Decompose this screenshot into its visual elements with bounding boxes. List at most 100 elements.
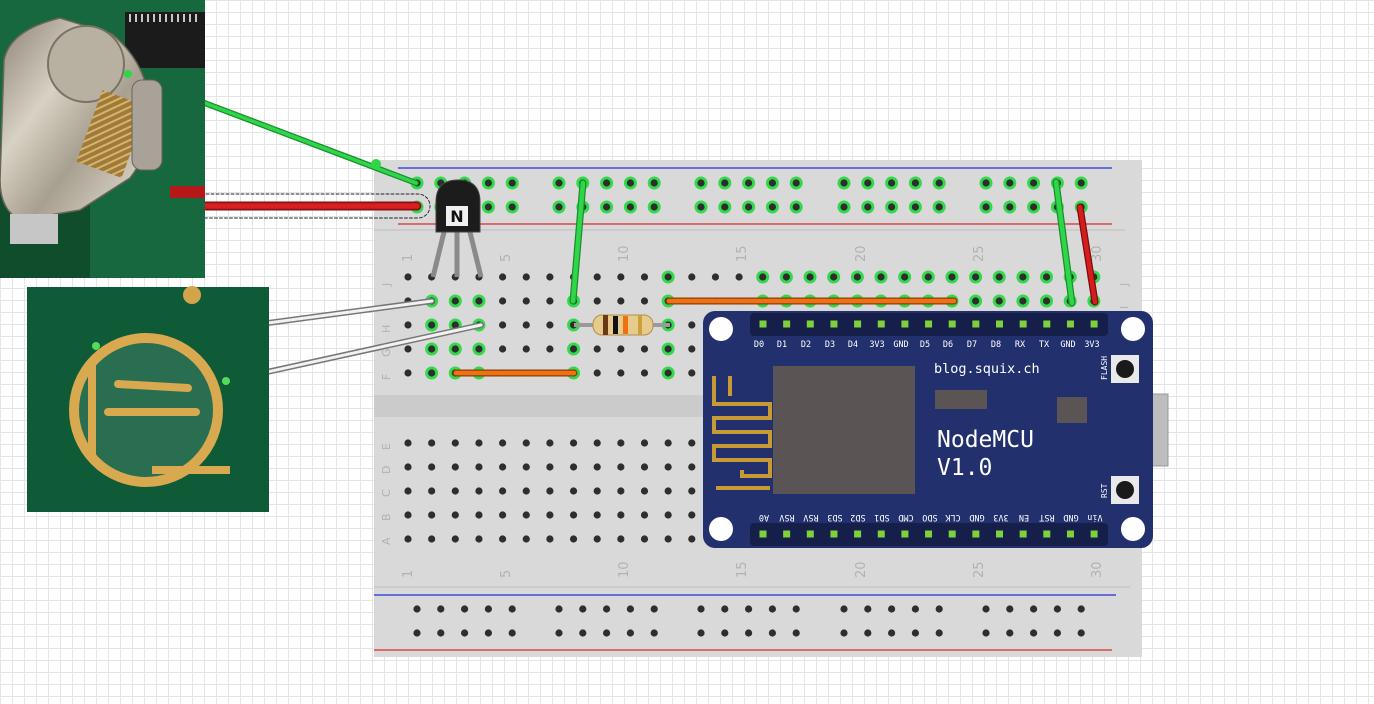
pin-label: D3 <box>825 340 835 350</box>
breadboard-hole <box>617 297 625 305</box>
breadboard-hole <box>546 463 554 471</box>
pin-label: GND <box>1060 340 1075 350</box>
breadboard-hole <box>911 629 920 637</box>
breadboard-hole <box>413 605 421 613</box>
board-version: V1.0 <box>937 455 992 481</box>
breadboard-hole <box>972 297 980 305</box>
breadboard-hole <box>522 535 530 543</box>
breadboard-hole <box>484 629 492 637</box>
transistor: N <box>430 179 484 278</box>
header-pin <box>972 320 980 328</box>
header-pin <box>972 530 980 538</box>
breadboard-hole <box>972 273 980 281</box>
resistor-band <box>623 316 628 334</box>
breadboard-hole <box>888 605 896 613</box>
column-number: 10 <box>617 561 632 578</box>
breadboard-hole <box>617 273 625 281</box>
header-pin <box>901 530 909 538</box>
reset-button-cap <box>1116 481 1134 499</box>
breadboard-hole <box>640 463 649 471</box>
photo-red-connector <box>170 186 205 198</box>
header-pin <box>1043 320 1051 328</box>
header-pin <box>877 320 885 328</box>
breadboard-hole <box>555 629 563 637</box>
red-wire-rail-to-3v3 <box>1076 203 1099 306</box>
breadboard-hole <box>617 487 625 495</box>
nodemcu-pins <box>759 320 1098 538</box>
breadboard-hole <box>745 203 753 211</box>
row-letters-right: J I <box>1118 283 1131 309</box>
mounting-hole <box>709 317 733 341</box>
breadboard-hole <box>617 535 625 543</box>
breadboard-hole <box>428 439 436 447</box>
breadboard-hole <box>840 629 848 637</box>
column-number: 30 <box>1090 561 1105 578</box>
breadboard-hole <box>475 297 483 305</box>
breadboard-hole <box>508 605 516 613</box>
column-number: 1 <box>401 570 416 578</box>
header-pin <box>783 530 791 538</box>
reset-button-label: RST <box>1100 483 1109 498</box>
breadboard-hole <box>546 345 554 353</box>
breadboard-hole <box>579 629 587 637</box>
breadboard-hole <box>650 629 658 637</box>
pin-label: D0 <box>754 340 764 350</box>
pin-label: D6 <box>943 340 953 350</box>
breadboard-hole <box>437 605 445 613</box>
breadboard-hole <box>640 369 649 377</box>
breadboard-hole <box>1006 629 1014 637</box>
breadboard-hole <box>603 605 611 613</box>
breadboard-hole <box>911 605 920 613</box>
header-pin <box>1066 320 1074 328</box>
breadboard-hole <box>626 629 635 637</box>
nodemcu-board: D0 D1 D2 D3 D4 3V3 GND D5 D6 D7 D8 RX TX… <box>703 311 1169 548</box>
breadboard-hole <box>840 605 848 613</box>
breadboard-hole <box>475 535 483 543</box>
breadboard-hole <box>626 179 635 187</box>
breadboard-hole <box>428 463 436 471</box>
breadboard-hole <box>688 535 696 543</box>
breadboard-hole <box>522 463 530 471</box>
breadboard-hole <box>404 369 412 377</box>
resistor-band <box>613 316 618 334</box>
breadboard-hole <box>522 321 530 329</box>
header-pin <box>925 530 933 538</box>
breadboard-hole <box>995 273 1003 281</box>
header-pin <box>1043 530 1051 538</box>
pin-label: GND <box>1063 512 1078 522</box>
breadboard-hole <box>982 179 990 187</box>
wire-end-markers <box>92 70 381 385</box>
breadboard-hole <box>428 487 436 495</box>
breadboard-hole <box>413 629 421 637</box>
header-pin <box>1066 530 1074 538</box>
photo-sensor-pad <box>183 286 201 304</box>
breadboard-hole <box>404 345 412 353</box>
breadboard-hole <box>404 463 412 471</box>
breadboard-hole <box>428 511 436 519</box>
column-number: 1 <box>401 254 416 262</box>
breadboard-hole <box>1077 605 1085 613</box>
column-numbers-top: 1 5 10 15 20 25 30 <box>401 245 1105 262</box>
breadboard-hole <box>522 297 530 305</box>
breadboard-hole <box>650 179 658 187</box>
breadboard-hole <box>522 345 530 353</box>
breadboard-hole <box>579 605 587 613</box>
breadboard-hole <box>555 605 563 613</box>
breadboard-hole <box>688 345 696 353</box>
breadboard-hole <box>911 179 920 187</box>
breadboard-hole <box>888 179 896 187</box>
pin-label: TX <box>1039 340 1050 350</box>
breadboard-hole <box>792 629 800 637</box>
breadboard-hole <box>1042 297 1051 305</box>
photo-solder-joint <box>10 214 58 244</box>
breadboard-hole <box>664 535 672 543</box>
breadboard-hole <box>688 487 696 495</box>
breadboard-hole <box>995 297 1003 305</box>
breadboard-hole <box>451 439 459 447</box>
breadboard-hole <box>650 605 658 613</box>
row-letter: B <box>380 513 393 521</box>
breadboard-hole <box>782 273 791 281</box>
breadboard-hole <box>1030 179 1038 187</box>
row-letter: G <box>380 348 393 357</box>
breadboard-hole <box>593 297 601 305</box>
